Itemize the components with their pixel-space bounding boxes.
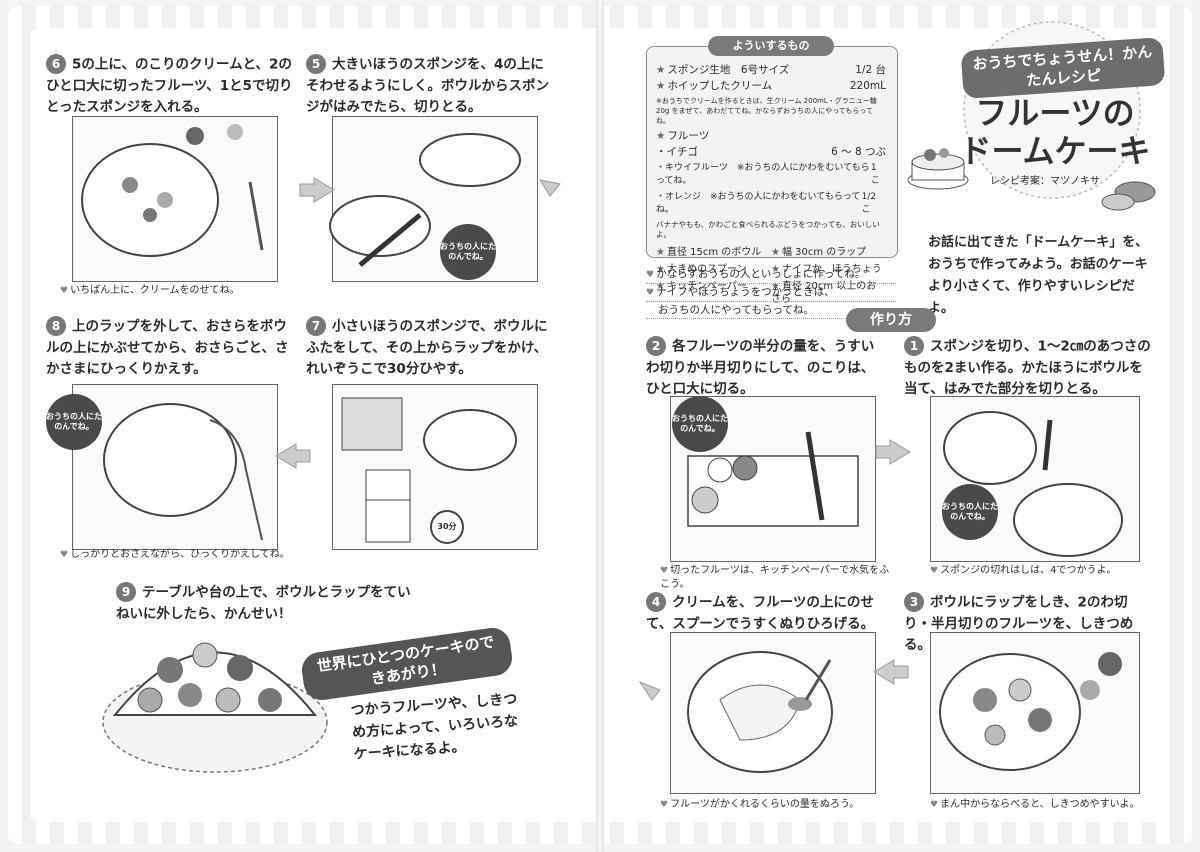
ingredient-name: スポンジ生地 6号サイズ [667,64,790,76]
step-number: 8 [46,316,66,336]
tools-grid: ★直径 15cm のボウル ★幅 30cm のラップ ★大きめのスプーン ★ナイ… [656,246,886,306]
ingredient-qty: 1/2 こ [861,192,877,215]
step-4-illustration [670,632,876,794]
step-4-note: ♥フルーツがかくれるくらいの量をぬろう。 [660,799,860,810]
intro-text: お話に出てきた「ドームケーキ」を、おうちで作ってみよう。お話のケーキより小さくて… [928,235,1149,316]
recipe-title-line1: フルーツの [975,94,1135,132]
howto-label: 作り方 [846,308,936,332]
adult-help-bubble: おうちの人にたのんでね。 [942,484,998,540]
recipe-credit: レシピ考案：マツノキサ [990,176,1100,187]
timer-badge: 30分 [430,510,464,544]
step-number: 3 [904,592,924,612]
tool-item: ★直径 15cm のボウル [656,247,762,258]
adult-help-bubble: おうちの人にたのんでね。 [440,224,496,280]
tool-item: ★ナイフか、ほうちょう [771,264,882,275]
ingredients-label: よういするもの [708,36,834,56]
caution-item: ♥ナイフやほうちょうをつかうときは、 [646,284,896,302]
recipe-title-line2: ドームケーキ [959,132,1151,170]
tool-item: ★直径 20cm 以上のおさら [771,281,877,305]
ingredient-row: ・イチゴ 6 ～ 8 つぶ [656,146,886,159]
ingredient-row: ・キウイフルーツ ※おうちの人にかわをむいてもらってね。1 こ [656,162,886,188]
ingredient-name: ・キウイフルーツ ※おうちの人にかわをむいてもらってね。 [656,163,870,186]
step-3-note: ♥まん中からならべると、しきつめやすいよ。 [930,799,1140,810]
step-number: 6 [46,54,66,74]
step-number: 5 [306,54,326,74]
ingredient-row: ・オレンジ ※おうちの人にかわをむいてもらってね。1/2 こ [656,191,886,217]
ingredients-panel [646,46,898,258]
ingredient-name: フルーツ [667,130,710,142]
step-number: 4 [646,592,666,612]
step-number: 7 [306,316,326,336]
caution-item: おうちの人にやってもらってね。 [646,302,896,319]
ingredient-name: ・オレンジ ※おうちの人にかわをむいてもらってね。 [656,192,861,215]
ingredient-name: ・イチゴ [656,146,698,158]
page-gutter [596,0,604,852]
finale-text: つかうフルーツや、しきつめ方によって、いろいろなケーキになるよ。 [350,691,519,763]
ingredient-qty: 1 こ [870,163,880,186]
step-5-illustration [332,116,538,282]
ingredient-qty: 1/2 台 [855,64,886,76]
step-6-illustration [72,116,278,282]
step-number: 2 [646,336,666,356]
ingredient-cream-note: ※おうちでクリームを作るときは、生クリーム 200mL・グラニュー糖 20g を… [656,97,877,125]
adult-help-bubble: おうちの人にたのんでね。 [672,396,728,452]
ingredient-qty: 220mL [849,80,886,92]
step-2-note: ♥切ったフルーツは、キッチンペーパーで水気をふこう。 [660,565,890,590]
step-8-illustration [72,384,278,550]
tool-item: ★大きめのスプーン [656,264,747,275]
step-number: 1 [904,336,924,356]
tool-item: ★キッチンペーパー [656,281,747,292]
step-number: 9 [116,582,136,602]
ingredient-qty: 6 ～ 8 つぶ [831,146,886,158]
step-1-note: ♥スポンジの切れはしは、4でつかうよ。 [930,565,1117,576]
ingredient-row: ★フルーツ [656,130,710,142]
caution-item: ♥かならずおうちの人といっしょに作ってね。 [646,266,896,284]
adult-help-bubble: おうちの人にたのんでね。 [46,394,102,450]
step-8-note: ♥しっかりとおさえながら、ひっくりかえしてね。 [60,549,290,560]
step-3-illustration [930,632,1140,794]
ingredient-fruit-note: バナナやもも、かわごと食べられるぶどうをつかっても、おいしいよ。 [656,220,880,239]
ingredient-name: ホイップしたクリーム [667,80,773,92]
step-6-note: ♥いちばん上に、クリームをのせてね。 [60,285,240,296]
caution-list: ♥かならずおうちの人といっしょに作ってね。 ♥ナイフやほうちょうをつかうときは、… [646,266,896,319]
tool-item: ★幅 30cm のラップ [771,247,867,258]
